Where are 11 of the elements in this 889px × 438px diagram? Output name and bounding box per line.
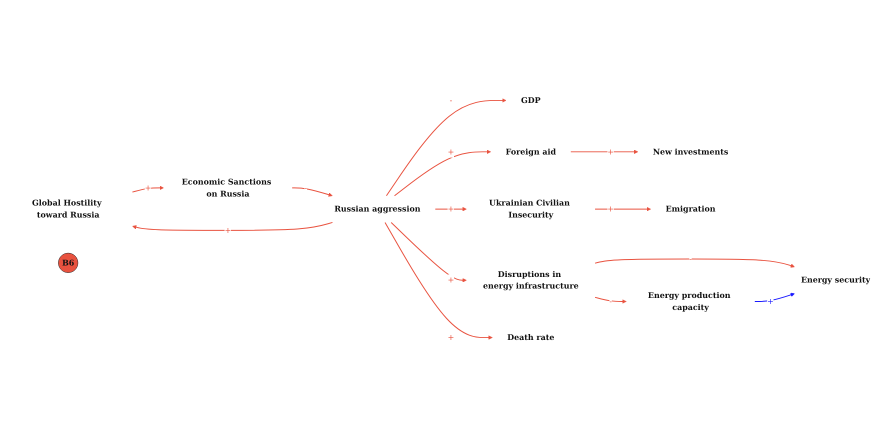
arrow [390, 222, 467, 282]
arrow [386, 98, 506, 196]
arrow [132, 186, 164, 193]
arrow [394, 150, 492, 196]
arrow [132, 222, 333, 231]
arrow [594, 296, 627, 304]
arrow [384, 222, 493, 340]
arrow [594, 258, 795, 268]
arrow [292, 187, 333, 197]
arrow [754, 292, 795, 302]
arrow [570, 150, 638, 154]
